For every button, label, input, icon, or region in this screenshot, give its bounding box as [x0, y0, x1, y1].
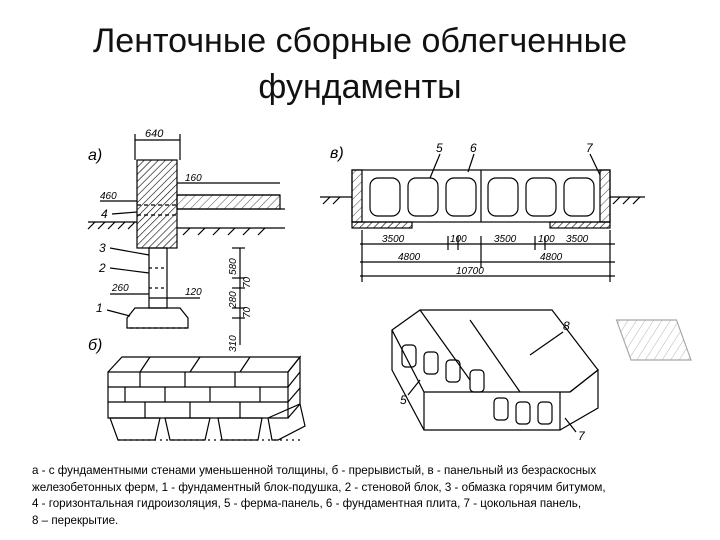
panel-a-label: а): [88, 147, 102, 164]
callout-v-7: 7: [586, 141, 594, 155]
panel-b-label: б): [88, 337, 102, 354]
callout-v-5: 5: [436, 141, 443, 155]
panel-v-label: в): [330, 145, 344, 162]
dim-v-3500-3: 3500: [566, 234, 589, 245]
dim-a-70-1: 70: [242, 276, 253, 288]
dim-a-580: 580: [228, 258, 239, 275]
callout-a-2: 2: [98, 261, 106, 275]
dim-a-280: 280: [228, 291, 239, 309]
panel-a-section: а) 640 160 460: [87, 128, 285, 352]
dim-a-310: 310: [228, 335, 239, 352]
dim-a-640: 640: [145, 128, 164, 140]
wall-block: [136, 159, 178, 249]
title-line-2: фундаменты: [258, 68, 462, 106]
dim-a-460: 460: [100, 191, 117, 202]
dim-v-10700: 10700: [456, 266, 484, 277]
dim-a-160: 160: [185, 173, 202, 184]
panel-v-panel-foundation: в): [320, 145, 645, 282]
dim-a-260: 260: [111, 283, 129, 294]
dim-v-4800-1: 4800: [398, 252, 421, 263]
footing-pad: [126, 307, 189, 329]
panel-v-callouts: 5 6 7: [436, 141, 594, 155]
callout-a-1: 1: [96, 301, 103, 315]
dim-v-3500-2: 3500: [494, 234, 517, 245]
slide-title: Ленточные сборные облегченные фундаменты: [0, 18, 720, 110]
isometric-callouts: 8 5 7: [400, 319, 586, 443]
stem-block: [148, 247, 168, 309]
callout-iso-7: 7: [578, 429, 586, 443]
dim-a-70-2: 70: [242, 306, 253, 318]
dim-v-100-1: 100: [450, 234, 467, 245]
callout-a-4: 4: [101, 207, 108, 221]
figure-caption: а - с фундаментными стенами уменьшенной …: [32, 463, 692, 529]
dim-v-4800-2: 4800: [540, 252, 563, 263]
callout-a-3: 3: [99, 241, 106, 255]
panel-b-discontinuous: б): [88, 337, 306, 441]
callout-v-6: 6: [470, 141, 477, 155]
panel-v-dimensions: 3500 100 3500 100 3500 4800 4800 10700: [382, 234, 589, 277]
panel-a-callouts: 4 3 2 1: [96, 207, 108, 315]
caption-line-4: 8 – перекрытие.: [32, 513, 119, 527]
callout-iso-8: 8: [563, 319, 570, 333]
caption-line-1: а - с фундаментными стенами уменьшенной …: [32, 464, 597, 477]
dim-a-120: 120: [185, 287, 202, 298]
caption-line-2: железобетонных ферм, 1 - фундаментный бл…: [32, 480, 606, 494]
caption-line-3: 4 - горизонтальная гидроизоляция, 5 - фе…: [32, 497, 582, 510]
isometric-panel: [391, 309, 692, 433]
title-line-1: Ленточные сборные облегченные: [92, 22, 628, 60]
dim-v-100-2: 100: [538, 234, 555, 245]
dim-v-3500-1: 3500: [382, 234, 405, 245]
callout-iso-5: 5: [400, 393, 407, 407]
